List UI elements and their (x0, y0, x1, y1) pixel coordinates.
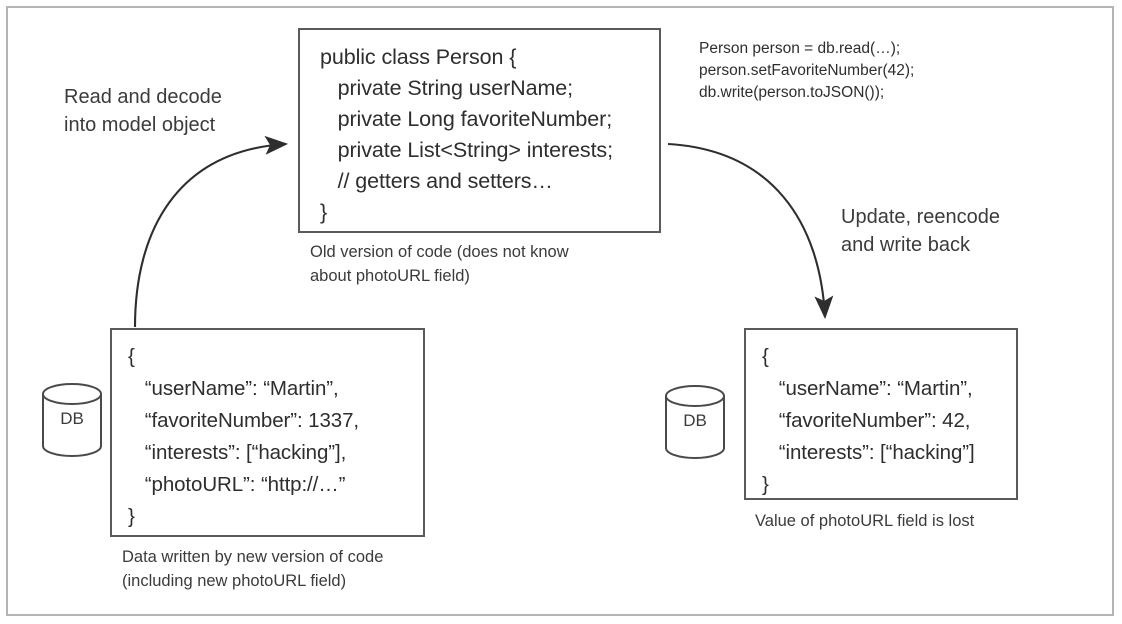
json-right-box: { “userName”: “Martin”, “favoriteNumber”… (744, 328, 1018, 500)
read-arrow-label: Read and decode into model object (64, 86, 222, 136)
diagram-frame (6, 6, 1114, 616)
code-box: public class Person { private String use… (298, 28, 661, 233)
database-icon-left: DB (41, 382, 103, 458)
json-left-text: { “userName”: “Martin”, “favoriteNumber”… (128, 345, 359, 528)
code-box-text: public class Person { private String use… (320, 45, 613, 224)
database-icon-right: DB (664, 384, 726, 460)
json-right-caption: Value of photoURL field is lost (755, 512, 975, 530)
cylinder-icon (42, 383, 102, 457)
code-box-caption: Old version of code (does not know about… (310, 243, 569, 285)
json-left-box: { “userName”: “Martin”, “favoriteNumber”… (110, 328, 425, 537)
database-label-left: DB (60, 409, 84, 428)
write-arrow-label: Update, reencode and write back (841, 206, 1001, 256)
json-right-text: { “userName”: “Martin”, “favoriteNumber”… (762, 345, 975, 496)
database-label-right: DB (683, 411, 707, 430)
json-left-caption: Data written by new version of code (inc… (122, 548, 384, 590)
read-update-write-snippet: Person person = db.read(…); person.setFa… (699, 40, 915, 101)
cylinder-icon (665, 385, 725, 459)
